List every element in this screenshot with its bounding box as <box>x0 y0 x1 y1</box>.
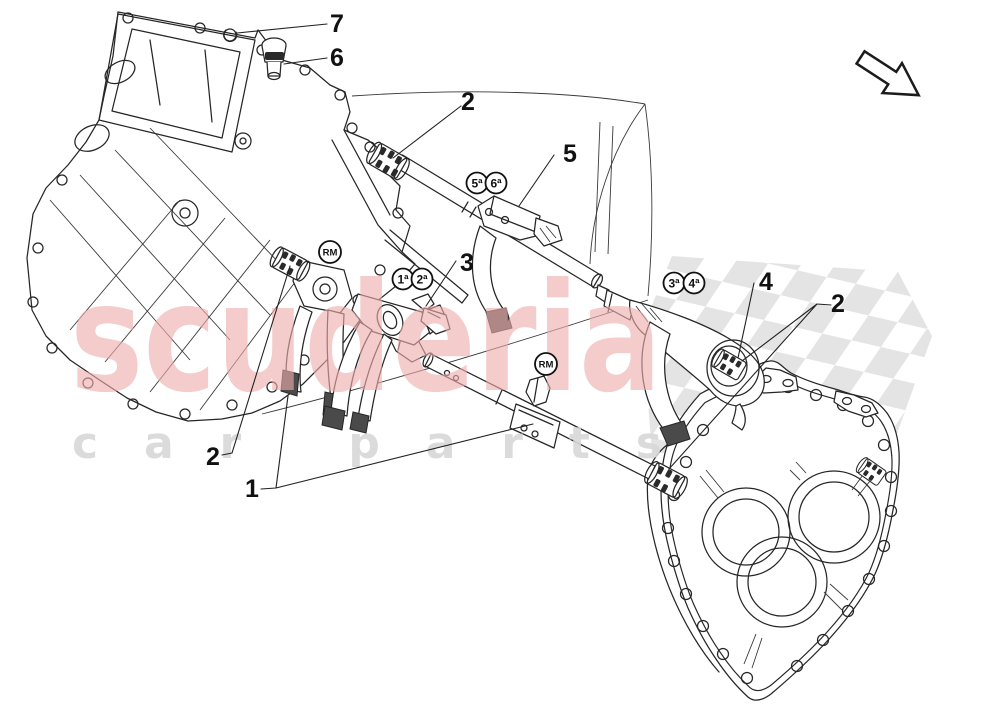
svg-text:RM: RM <box>323 248 338 259</box>
badge-4a: 4ª <box>682 271 706 295</box>
badge-rm-upper: RM <box>318 240 342 264</box>
svg-text:1ª: 1ª <box>397 273 409 287</box>
breather-bolt <box>261 37 287 81</box>
shift-rod-lower <box>389 329 688 499</box>
selector-finger <box>411 293 451 335</box>
rod-clamp <box>509 375 561 449</box>
rod-bushing-fork4 <box>711 348 747 381</box>
shift-fork-1-2 <box>321 293 448 434</box>
gearbox-housing <box>26 11 653 422</box>
callout-6: 6 <box>330 44 344 72</box>
svg-text:2ª: 2ª <box>416 273 428 287</box>
rod-bushing-lower <box>644 461 688 499</box>
callout-4: 4 <box>759 268 773 296</box>
badge-5a: 5ª <box>465 171 489 195</box>
shift-fork-3-4 <box>595 284 765 447</box>
bushing-small <box>855 457 887 486</box>
callout-5: 5 <box>563 140 577 168</box>
svg-text:5ª: 5ª <box>471 177 483 191</box>
callout-2-top: 2 <box>461 88 475 116</box>
badge-rm-lower: RM <box>534 352 558 376</box>
badge-1a: 1ª <box>391 267 415 291</box>
gear-badges: 1ª 2ª 3ª 4ª 5ª 6ª RM RM <box>318 171 706 376</box>
svg-text:4ª: 4ª <box>688 277 700 291</box>
sealing-ring <box>223 28 238 43</box>
svg-text:3ª: 3ª <box>668 277 680 291</box>
callout-2-left: 2 <box>206 443 220 471</box>
callout-2-right: 2 <box>831 290 845 318</box>
badge-2a: 2ª <box>410 267 434 291</box>
callout-leaders <box>221 23 832 490</box>
svg-text:6ª: 6ª <box>490 177 502 191</box>
watermark-tagline: car parts <box>72 418 662 469</box>
callout-7: 7 <box>330 10 344 38</box>
diagram-art <box>26 11 900 701</box>
direction-arrow-icon <box>854 49 921 97</box>
shift-fork-5-6 <box>471 195 563 334</box>
rod-bushing-upper <box>366 141 410 181</box>
badge-6a: 6ª <box>484 171 508 195</box>
rod-bushing-left <box>269 246 311 282</box>
watermark-brand: scuderia <box>70 252 662 426</box>
callout-1: 1 <box>245 475 259 503</box>
callout-labels: 1 2 2 2 3 4 5 6 7 <box>206 10 845 503</box>
badge-3a: 3ª <box>662 271 686 295</box>
callout-3: 3 <box>460 249 474 277</box>
svg-text:RM: RM <box>539 360 554 371</box>
